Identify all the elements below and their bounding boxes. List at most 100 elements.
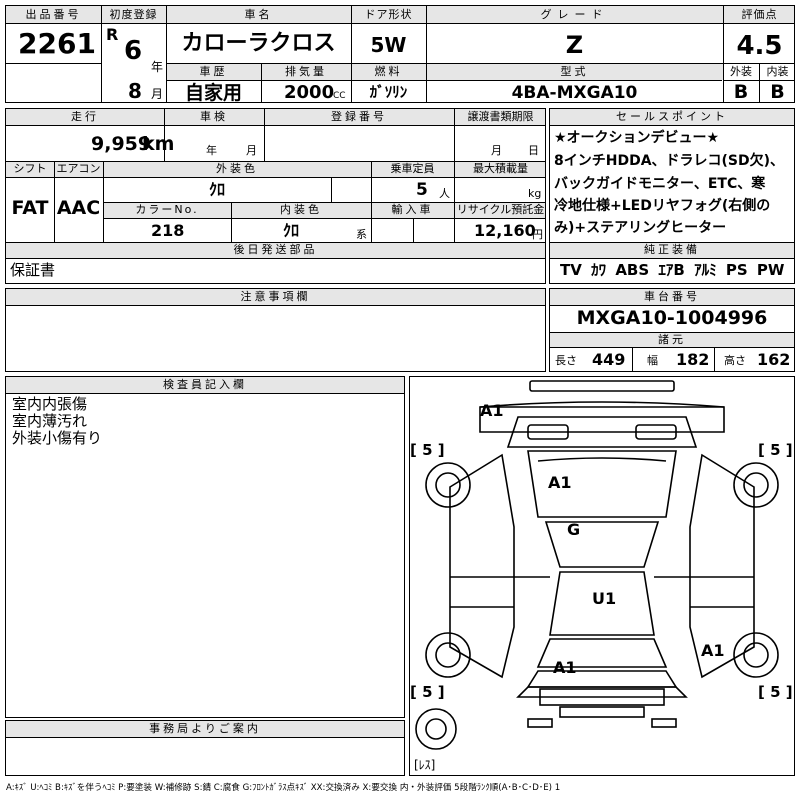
model-label: 型式 <box>560 65 589 78</box>
damage-mark: G <box>567 520 581 539</box>
transfer-month-unit: 月 <box>491 144 502 157</box>
equipment-label: 純正装備 <box>644 243 700 256</box>
spare-tire: [ﾚｽ] <box>414 758 436 772</box>
history-label: 車歴 <box>199 65 228 78</box>
tire-rear-right: [ 5 ] <box>758 683 793 701</box>
inspector-remark: 室内薄汚れ <box>12 412 88 430</box>
vehicle-info-block: 走行 9,959 km 車検 年 月 登録番号 譲渡書類期限 月 日 シフト F… <box>5 108 546 284</box>
length-label: 長さ <box>555 354 577 367</box>
history: 自家用 <box>184 82 242 104</box>
reg-number-label: 登録番号 <box>331 110 387 123</box>
chassis-number: MXGA10-1004996 <box>576 307 768 329</box>
tire-front-right: [ 5 ] <box>758 441 793 459</box>
sales-point-line: み)+ステアリングヒーター <box>554 220 727 236</box>
int-color-unit: 系 <box>356 228 367 241</box>
equipment-list: TV ｶﾜ ABS ｴｱB ｱﾙﾐ PS PW <box>560 263 784 278</box>
car-outline-icon <box>415 380 779 750</box>
score-label: 評価点 <box>741 8 778 21</box>
equipment-item: ｶﾜ <box>591 261 607 279</box>
notes-block: 注意事項欄 <box>5 288 546 372</box>
inspection-month-unit: 月 <box>246 144 257 157</box>
length: 449 <box>592 350 626 369</box>
score: 4.5 <box>736 31 783 61</box>
door-type: 5W <box>370 33 407 57</box>
ext-color-label: 外装色 <box>216 162 258 175</box>
aircon: AAC <box>56 197 101 219</box>
exterior-label: 外装 <box>730 65 752 78</box>
era: R <box>106 25 119 44</box>
cc-unit: CC <box>333 91 346 101</box>
inspector-block: 検査員記入欄 室内内張傷 室内薄汚れ 外装小傷有り <box>5 376 405 718</box>
model-code: 4BA-MXGA10 <box>511 83 638 103</box>
color-no: 218 <box>151 221 185 240</box>
chassis-label: 車台番号 <box>644 290 700 303</box>
interior-grade: B <box>770 81 785 103</box>
later-parts-label: 後日発送部品 <box>233 243 318 256</box>
sales-point-line: 冷地仕様+LEDリヤフォグ(右側の <box>554 198 771 214</box>
inspection-year-unit: 年 <box>206 144 217 157</box>
fuel: ｶﾞｿﾘﾝ <box>369 83 408 101</box>
color-no-label: カラーNo. <box>135 203 199 216</box>
inspector-remark: 室内内張傷 <box>12 395 88 413</box>
equipment-item: PW <box>756 261 785 279</box>
damage-mark: A1 <box>701 641 725 660</box>
equipment-item: ABS <box>615 261 650 279</box>
tire-rear-left: [ 5 ] <box>410 683 445 701</box>
damage-mark: A1 <box>480 401 504 420</box>
displacement-label: 排気量 <box>285 65 327 78</box>
inspector-label: 検査員記入欄 <box>163 378 247 391</box>
lot-label: 出品番号 <box>25 8 82 21</box>
spec-label: 諸元 <box>658 333 686 346</box>
transfer-day-unit: 日 <box>528 144 539 157</box>
lot-number: 2261 <box>18 27 96 60</box>
width: 182 <box>676 350 710 369</box>
car-name-label: 車名 <box>244 8 273 21</box>
reg-year-unit: 年 <box>151 60 164 74</box>
chassis-block: 車台番号 MXGA10-1004996 諸元 長さ 449 幅 182 高さ 1… <box>549 288 795 372</box>
inspector-remark: 外装小傷有り <box>12 429 103 447</box>
mileage-label: 走行 <box>71 110 99 123</box>
damage-mark: U1 <box>592 589 617 608</box>
recycle-label: リサイクル預託金 <box>456 203 545 216</box>
shift: FAT <box>11 197 49 219</box>
grade-label: グレード <box>540 8 609 21</box>
fuel-label: 燃料 <box>374 65 403 78</box>
later-parts: 保証書 <box>10 261 56 279</box>
int-color-label: 内装色 <box>280 203 322 216</box>
sales-point-line: 8インチHDDA、ドラレコ(SD欠)、 <box>554 153 785 169</box>
displacement: 2000 <box>284 82 335 103</box>
equipment-item: TV <box>560 261 582 279</box>
transfer-deadline-label: 譲渡書類期限 <box>467 110 534 123</box>
equipment-item: ｱﾙﾐ <box>694 261 717 279</box>
reg-year: 6 <box>124 36 143 66</box>
header-block: 出品番号 2261 初度登録 R 6 年 8 月 車名 カローラクロス ドア形状… <box>5 5 795 103</box>
sales-point-line: ★オークションデビュー★ <box>554 130 720 146</box>
width-label: 幅 <box>647 354 658 367</box>
int-color: ｸﾛ <box>283 221 300 240</box>
damage-mark: A1 <box>553 658 577 677</box>
recycle-unit: 円 <box>532 228 543 241</box>
capacity: 5 <box>416 180 428 200</box>
legend: A:ｷｽﾞ U:ﾍｺﾐ B:ｷｽﾞを伴うﾍｺﾐ P:要塗装 W:補修跡 S:錆 … <box>6 783 561 793</box>
max-load-label: 最大積載量 <box>473 162 528 175</box>
import-label: 輸入車 <box>391 203 434 216</box>
office-block: 事務局よりご案内 <box>5 720 405 776</box>
first-reg-label: 初度登録 <box>109 8 158 21</box>
capacity-label: 乗車定員 <box>390 162 435 175</box>
recycle-fee: 12,160 <box>474 221 536 240</box>
notes-label: 注意事項欄 <box>240 290 311 303</box>
shift-label: シフト <box>13 162 47 175</box>
mileage-unit: km <box>142 133 175 155</box>
mileage: 9,959 <box>91 133 152 155</box>
sales-point-line: バックガイドモニター、ETC、寒 <box>554 176 766 192</box>
sales-points-label: セールスポイント <box>616 110 728 123</box>
exterior-grade: B <box>733 81 749 103</box>
interior-label: 内装 <box>766 65 789 78</box>
equipment-item: ｴｱB <box>658 261 685 279</box>
ext-color: ｸﾛ <box>208 180 225 199</box>
tire-front-left: [ 5 ] <box>410 441 445 459</box>
height: 162 <box>757 350 791 369</box>
height-label: 高さ <box>724 354 746 367</box>
car-diagram: A1 A1 G U1 A1 A1 [ 5 ] [ 5 ] [ 5 ] [ 5 ]… <box>409 376 795 776</box>
door-label: ドア形状 <box>364 8 413 21</box>
